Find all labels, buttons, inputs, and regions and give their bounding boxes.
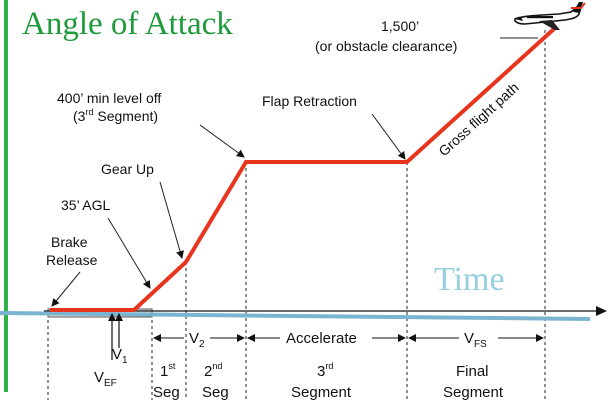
- seg2-number-label: 2nd: [204, 361, 222, 380]
- gross-flight-path: [50, 26, 557, 312]
- segment-dividers: [47, 30, 546, 400]
- superscript-rd: rd: [85, 107, 93, 117]
- final-segment-label: Final: [456, 363, 489, 380]
- left-accent-bar: [4, 0, 8, 392]
- v2-label: V2: [189, 330, 205, 350]
- time-axis-line: [0, 311, 591, 321]
- business-jet-icon: [514, 2, 586, 30]
- seg3-number-label: 3rd: [317, 361, 333, 380]
- leader-gear: [159, 181, 184, 259]
- level-off-segment-label: (3rd Segment): [73, 107, 158, 124]
- baseline-arrowhead: [596, 306, 607, 316]
- release-label: Release: [46, 252, 98, 268]
- v1-label: V1: [112, 346, 128, 366]
- brake-label: Brake: [51, 234, 88, 250]
- final-segment-word-label: Segment: [443, 384, 504, 401]
- seg2-word-label: Seg: [202, 384, 229, 401]
- gear-up-label: Gear Up: [101, 161, 154, 177]
- agl-label: 35’ AGL: [61, 197, 111, 213]
- vef-label: VEF: [94, 369, 117, 389]
- obstacle-clearance-label: (or obstacle clearance): [315, 38, 457, 54]
- leader-flap: [371, 113, 406, 160]
- time-axis-label: Time: [434, 261, 505, 298]
- leader-level-off: [199, 124, 245, 158]
- leader-brake: [51, 271, 81, 307]
- vfs-label: VFS: [464, 330, 487, 350]
- gross-flight-path-label: Gross flight path: [435, 79, 521, 159]
- seg1-word-label: Seg: [153, 384, 180, 401]
- diagram-title: Angle of Attack: [22, 6, 233, 42]
- leader-agl: [107, 217, 151, 289]
- flap-retraction-label: Flap Retraction: [262, 93, 357, 109]
- altitude-1500-label: 1,500’: [381, 18, 419, 34]
- seg3-word-label: Segment: [291, 384, 352, 401]
- accelerate-label: Accelerate: [286, 330, 357, 347]
- level-off-label: 400’ min level off: [57, 90, 161, 106]
- seg1-number-label: 1st: [160, 361, 176, 380]
